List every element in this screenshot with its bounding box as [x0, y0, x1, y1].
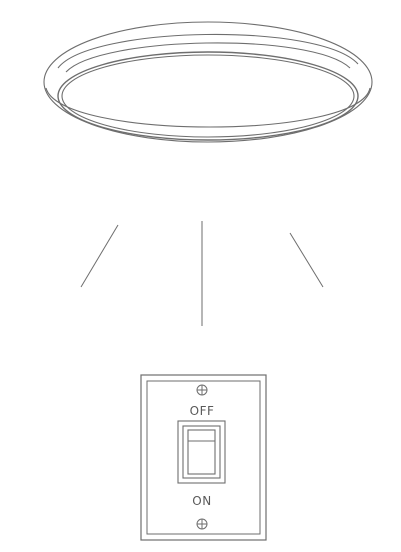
light-ray-right — [289, 232, 324, 288]
light-rays — [80, 221, 324, 326]
off-label: OFF — [190, 404, 215, 418]
light-ray-left — [80, 224, 119, 288]
wall-switch-plate: OFF ON — [140, 374, 267, 541]
fixture-top-edge — [57, 33, 359, 69]
on-label: ON — [192, 494, 211, 508]
toggle-lever[interactable] — [187, 429, 216, 475]
fixture-diffuser-inner — [61, 54, 355, 138]
plate-inner — [146, 380, 261, 535]
toggle-housing — [177, 420, 226, 484]
plate-outer — [140, 374, 267, 541]
ceiling-light-fixture — [43, 21, 373, 143]
toggle-well — [182, 425, 221, 479]
toggle-switch[interactable] — [177, 420, 226, 484]
fixture-lower-band — [45, 87, 371, 128]
fixture-outer-rim — [43, 21, 373, 143]
screw-icon — [196, 518, 208, 530]
fixture-top-edge-inner — [65, 42, 351, 73]
screw-icon — [196, 384, 208, 396]
fixture-diffuser — [57, 51, 359, 141]
